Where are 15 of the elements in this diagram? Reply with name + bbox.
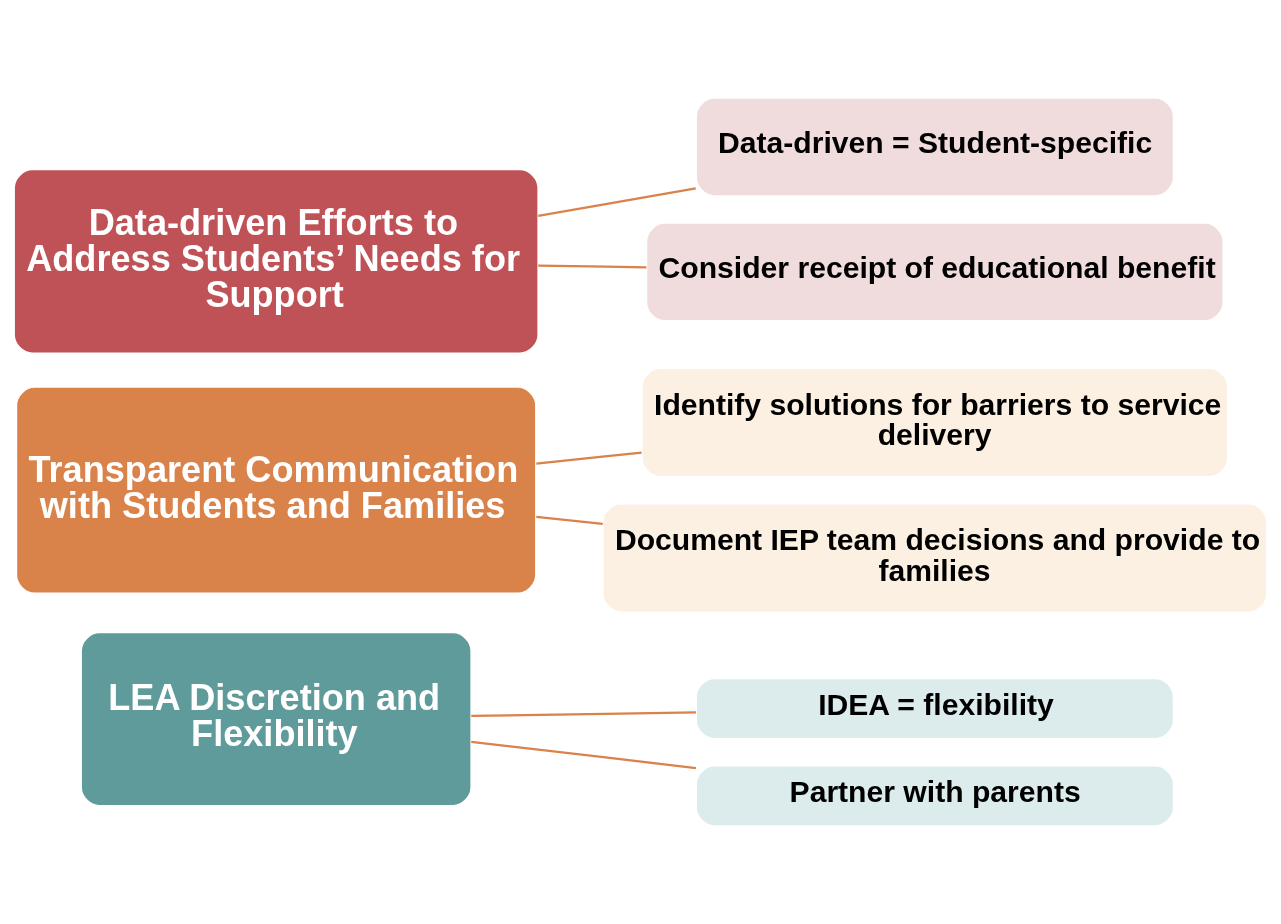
connector bbox=[471, 711, 696, 718]
connector bbox=[536, 451, 642, 465]
node-box: Partner with parents bbox=[695, 765, 1175, 827]
connector bbox=[471, 740, 697, 770]
connector bbox=[538, 187, 696, 218]
node-box: Transparent Communication with Students and Families bbox=[15, 386, 537, 595]
connector bbox=[538, 264, 647, 269]
node-box: Data-driven Efforts to Address Students’ Needs for Support bbox=[13, 168, 539, 354]
connector bbox=[536, 515, 603, 525]
node-box: LEA Discretion and Flexibility bbox=[80, 631, 472, 807]
node-box: Document IEP team decisions and provide to families bbox=[602, 503, 1268, 613]
node-box: IDEA = flexibility bbox=[695, 677, 1175, 740]
node-box: Consider receipt of educational benefit bbox=[645, 222, 1224, 322]
node-box: Identify solutions for barriers to service delivery bbox=[641, 367, 1229, 478]
node-box: Data-driven = Student-specific bbox=[695, 97, 1175, 197]
